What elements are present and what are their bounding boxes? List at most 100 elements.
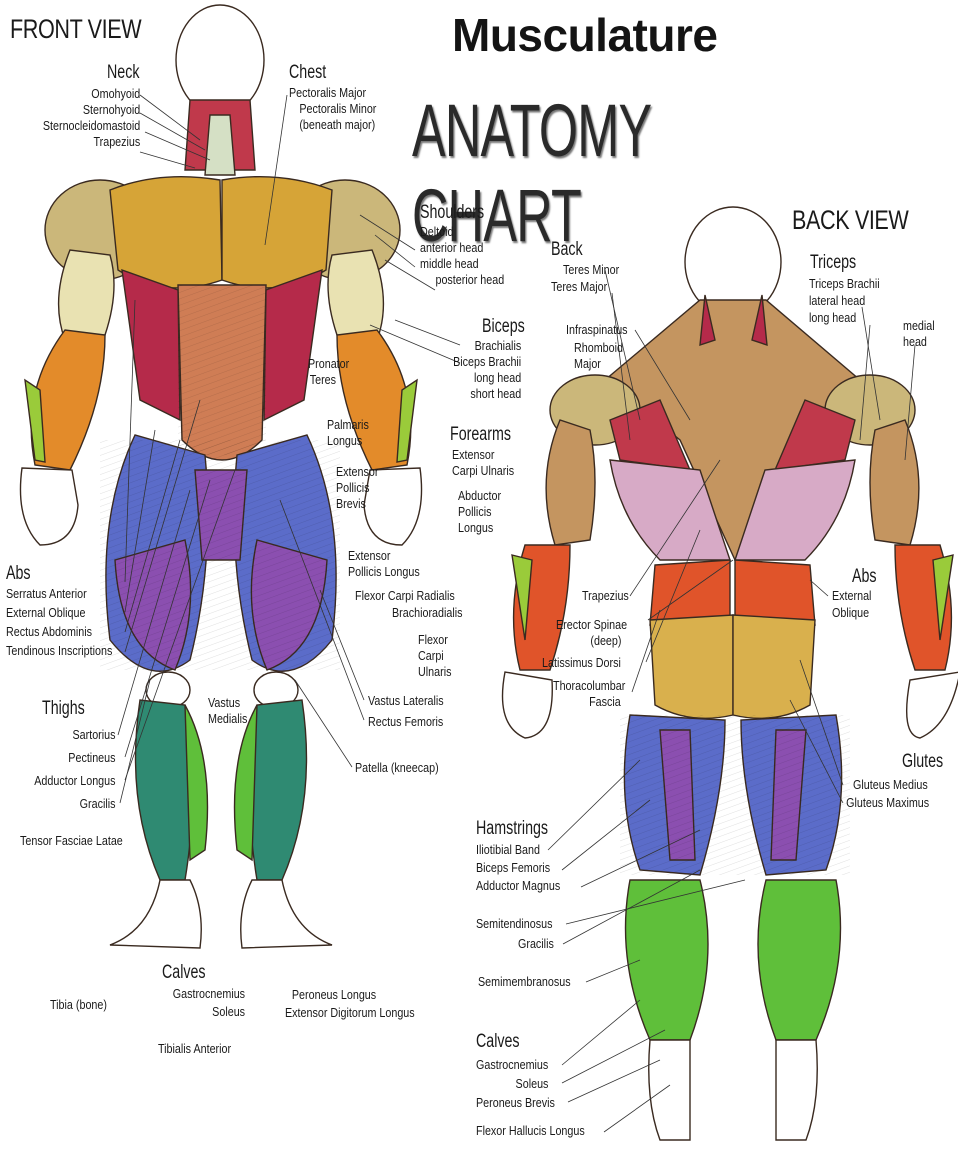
label-carpi-ulnaris: Carpi Ulnaris bbox=[452, 464, 515, 478]
front-view-title: FRONT VIEW bbox=[10, 14, 142, 44]
back-gracilis-label: Gracilis bbox=[518, 937, 554, 951]
back-erector-label: Erector Spinae (deep) bbox=[556, 618, 628, 648]
back-calves-heading: Calves bbox=[476, 1031, 520, 1052]
front-peroneus-label: Peroneus Longus Extensor Digitorum Longu… bbox=[285, 988, 415, 1020]
front-forearm-right bbox=[336, 329, 412, 471]
label-external-oblique: External Oblique bbox=[6, 606, 86, 620]
back-figure bbox=[501, 206, 958, 1141]
label-biceps-brachii: Biceps Brachii bbox=[452, 355, 521, 369]
back-latissimus-label: Latissimus Dorsi bbox=[542, 656, 621, 670]
label-soleus-front: Soleus bbox=[212, 1005, 245, 1019]
label-adductor-longus: Adductor Longus bbox=[34, 774, 116, 788]
back-triceps-right bbox=[869, 419, 920, 546]
front-thighs-list: Sartorius Pectineus Adductor Longus Grac… bbox=[35, 724, 116, 816]
label-middle-head: middle head bbox=[420, 257, 479, 271]
front-pectoral-right bbox=[221, 175, 333, 289]
front-biceps-right bbox=[327, 249, 385, 341]
front-foot-left bbox=[109, 879, 202, 949]
label-sternocleidomastoid: Sternocleidomastoid bbox=[42, 119, 140, 133]
label-external-back: External bbox=[832, 589, 872, 603]
front-abductor-label: Abductor Pollicis Longus bbox=[458, 489, 502, 535]
back-glutes-heading: Glutes bbox=[902, 751, 944, 772]
label-teres-major: Teres Major bbox=[551, 280, 608, 294]
chart-title-musculature: Musculature bbox=[452, 9, 718, 61]
label-short-head: short head bbox=[470, 387, 521, 401]
front-biceps-heading: Biceps bbox=[482, 316, 525, 337]
label-pectineus: Pectineus bbox=[68, 751, 116, 765]
front-figure bbox=[19, 4, 423, 949]
front-neck-heading: Neck bbox=[107, 62, 140, 83]
label-triceps-brachii: Triceps Brachii bbox=[809, 277, 880, 291]
back-medial-head-label: medial head bbox=[903, 319, 935, 349]
label-iliotibial-band: Iliotibial Band bbox=[476, 843, 540, 857]
front-flexor-radialis-label: Flexor Carpi Radialis bbox=[355, 589, 455, 603]
front-pronator-label: Pronator Teres bbox=[308, 357, 350, 387]
label-gluteus-maximus: Gluteus Maximus bbox=[846, 796, 930, 810]
back-semimembranosus-label: Semimembranosus bbox=[478, 975, 571, 989]
back-triceps-list: Triceps Brachii lateral head long head bbox=[809, 276, 880, 327]
label-deltoid: Deltoid bbox=[420, 225, 454, 239]
front-oblique-right bbox=[263, 268, 323, 422]
label-sartorius: Sartorius bbox=[72, 728, 116, 742]
label-lateral-head: lateral head bbox=[809, 294, 866, 308]
back-semitendinosus-label: Semitendinosus bbox=[476, 917, 553, 931]
front-brachioradialis-label: Brachioradialis bbox=[392, 606, 463, 620]
front-rectus-femoris-label: Rectus Femoris bbox=[368, 715, 444, 729]
label-oblique-back: Oblique bbox=[832, 606, 870, 620]
back-thoracolumbar-label: Thoracolumbar Fascia bbox=[553, 679, 626, 709]
front-forearm-left bbox=[30, 329, 106, 471]
front-tensor-label: Tensor Fasciae Latae bbox=[20, 834, 123, 848]
label-gastrocnemius-back: Gastrocnemius bbox=[476, 1058, 549, 1072]
front-calves-list: Gastrocnemius Soleus bbox=[173, 985, 245, 1021]
back-triceps-left bbox=[545, 419, 596, 546]
front-chest-list: Pectoralis Major Pectoralis Minor (benea… bbox=[289, 86, 376, 134]
label-serratus-anterior: Serratus Anterior bbox=[6, 587, 87, 601]
label-flexor-hallucis-longus: Flexor Hallucis Longus bbox=[476, 1124, 585, 1138]
label-peroneus-brevis: Peroneus Brevis bbox=[476, 1096, 555, 1110]
front-flexor-ulnaris-label: Flexor Carpi Ulnaris bbox=[418, 633, 452, 679]
front-abs-heading: Abs bbox=[6, 563, 31, 584]
label-long-head-triceps: long head bbox=[809, 311, 857, 325]
front-chest-heading: Chest bbox=[289, 62, 327, 83]
back-rhomboid-label: Rhomboid Major bbox=[574, 341, 624, 371]
label-pectoralis-major: Pectoralis Major bbox=[289, 86, 367, 100]
back-view-title: BACK VIEW bbox=[792, 205, 909, 235]
front-tibia-label: Tibia (bone) bbox=[50, 998, 107, 1012]
front-oblique-left bbox=[121, 268, 181, 422]
label-brachialis: Brachialis bbox=[474, 339, 521, 353]
label-teres-minor: Teres Minor bbox=[563, 263, 620, 277]
front-hand-right bbox=[363, 467, 423, 546]
front-biceps-left bbox=[57, 249, 115, 341]
back-back-heading: Back bbox=[551, 239, 583, 260]
back-latissimus-left bbox=[609, 459, 731, 561]
label-gluteus-medius: Gluteus Medius bbox=[853, 778, 928, 792]
front-vastus-lateralis-label: Vastus Lateralis bbox=[368, 694, 444, 708]
label-pectoralis-minor: Pectoralis Minor bbox=[299, 102, 377, 116]
front-foot-right bbox=[240, 879, 333, 949]
front-thighs-heading: Thighs bbox=[42, 698, 85, 719]
back-gluteus-left bbox=[649, 614, 734, 719]
label-tendinous-inscriptions: Tendinous Inscriptions bbox=[6, 644, 113, 658]
front-tibialis-label: Tibialis Anterior bbox=[158, 1042, 232, 1056]
front-neck-list: Omohyoid Sternohyoid Sternocleidomastoid… bbox=[43, 86, 140, 150]
back-calves-list: Gastrocnemius Soleus Peroneus Brevis Fle… bbox=[476, 1056, 585, 1141]
label-adductor-magnus: Adductor Magnus bbox=[476, 879, 561, 893]
chart-title-anatomy: ANATOMY CHART bbox=[412, 89, 651, 257]
label-biceps-femoris: Biceps Femoris bbox=[476, 861, 551, 875]
label-gastrocnemius-front: Gastrocnemius bbox=[172, 987, 245, 1001]
leader-lines bbox=[117, 94, 916, 1133]
front-patella-label: Patella (kneecap) bbox=[355, 761, 439, 775]
front-calves-heading: Calves bbox=[162, 962, 206, 983]
label-extensor: Extensor bbox=[452, 448, 495, 462]
front-extensor-brevis-label: Extensor Pollicis Brevis bbox=[336, 465, 379, 511]
label-beneath-major: (beneath major) bbox=[299, 118, 376, 132]
back-abs-list: External Oblique bbox=[832, 588, 871, 622]
label-trapezius-neck: Trapezius bbox=[93, 135, 140, 149]
back-infraspinatus-label: Infraspinatus bbox=[566, 323, 628, 337]
front-shoulders-list: Deltoid anterior head middle head poster… bbox=[420, 224, 504, 288]
back-hand-left bbox=[501, 671, 553, 739]
front-biceps-list: Brachialis Biceps Brachii long head shor… bbox=[453, 338, 521, 402]
label-soleus-back: Soleus bbox=[515, 1077, 549, 1091]
label-sternohyoid: Sternohyoid bbox=[82, 103, 140, 117]
